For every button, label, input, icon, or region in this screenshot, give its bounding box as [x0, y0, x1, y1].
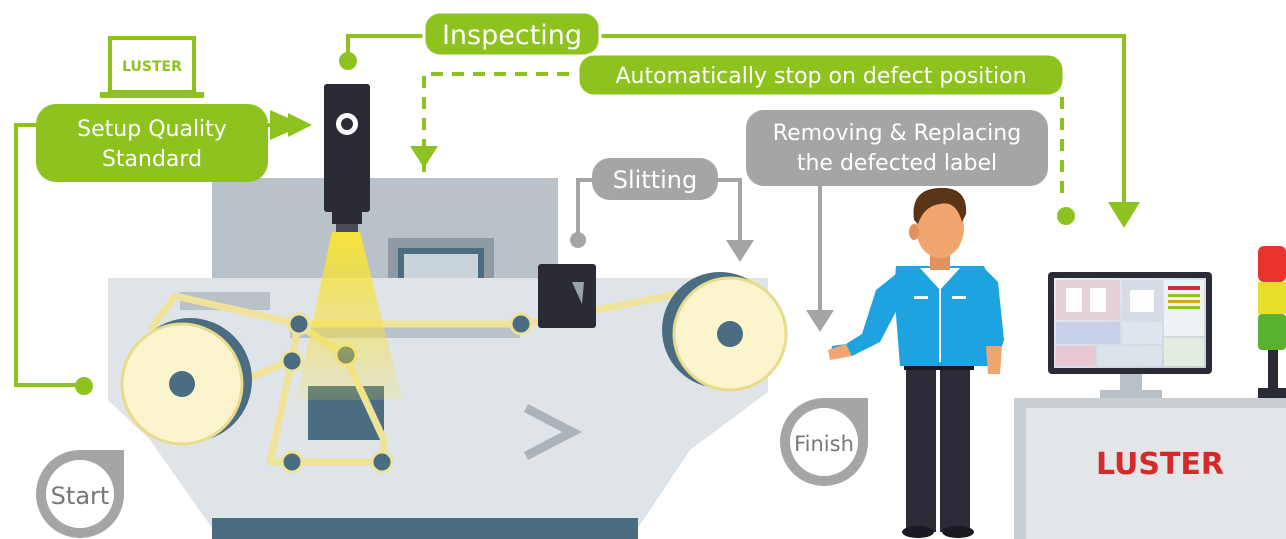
- arrow-icon: [726, 240, 754, 262]
- label-slitting-text: Slitting: [613, 166, 698, 194]
- machine-base: [212, 518, 638, 539]
- operator-figure: [828, 188, 1004, 538]
- finish-text: Finish: [794, 432, 854, 456]
- label-setup-line2: Standard: [102, 147, 202, 172]
- label-setup-quality: Setup Quality Standard: [36, 104, 268, 182]
- connector-dot: [339, 52, 357, 70]
- slitting-knife-icon: [538, 264, 596, 328]
- arrow-icon: [1108, 202, 1140, 228]
- finish-badge: Finish: [780, 398, 868, 486]
- label-removing-line2: the defected label: [797, 151, 997, 176]
- inspection-workstation: LUSTER: [1014, 398, 1286, 539]
- label-slitting: Slitting: [592, 158, 718, 200]
- machine-upper-housing: [212, 178, 558, 290]
- laptop-icon: LUSTER: [100, 38, 204, 98]
- label-auto-stop-text: Automatically stop on defect position: [615, 64, 1026, 89]
- label-inspecting: Inspecting: [424, 12, 600, 56]
- label-removing-line1: Removing & Replacing: [773, 121, 1021, 146]
- arrow-icon: [410, 146, 438, 168]
- camera-icon: [324, 84, 370, 232]
- connector-dot: [75, 377, 93, 395]
- arrow-icon: [270, 110, 304, 140]
- label-setup-line1: Setup Quality: [77, 117, 227, 142]
- label-auto-stop: Automatically stop on defect position: [578, 54, 1064, 96]
- label-inspecting-text: Inspecting: [442, 20, 582, 51]
- label-removing-replacing: Removing & Replacing the defected label: [746, 110, 1048, 186]
- connector-dot: [1057, 207, 1075, 225]
- laptop-brand: LUSTER: [122, 59, 182, 75]
- arrow-icon: [806, 310, 834, 332]
- monitor-icon: [1048, 272, 1212, 398]
- desk-brand: LUSTER: [1096, 447, 1224, 482]
- start-text: Start: [51, 482, 110, 510]
- signal-tower-icon: [1258, 246, 1286, 398]
- connector-dot: [570, 232, 586, 248]
- start-badge: Start: [36, 450, 124, 538]
